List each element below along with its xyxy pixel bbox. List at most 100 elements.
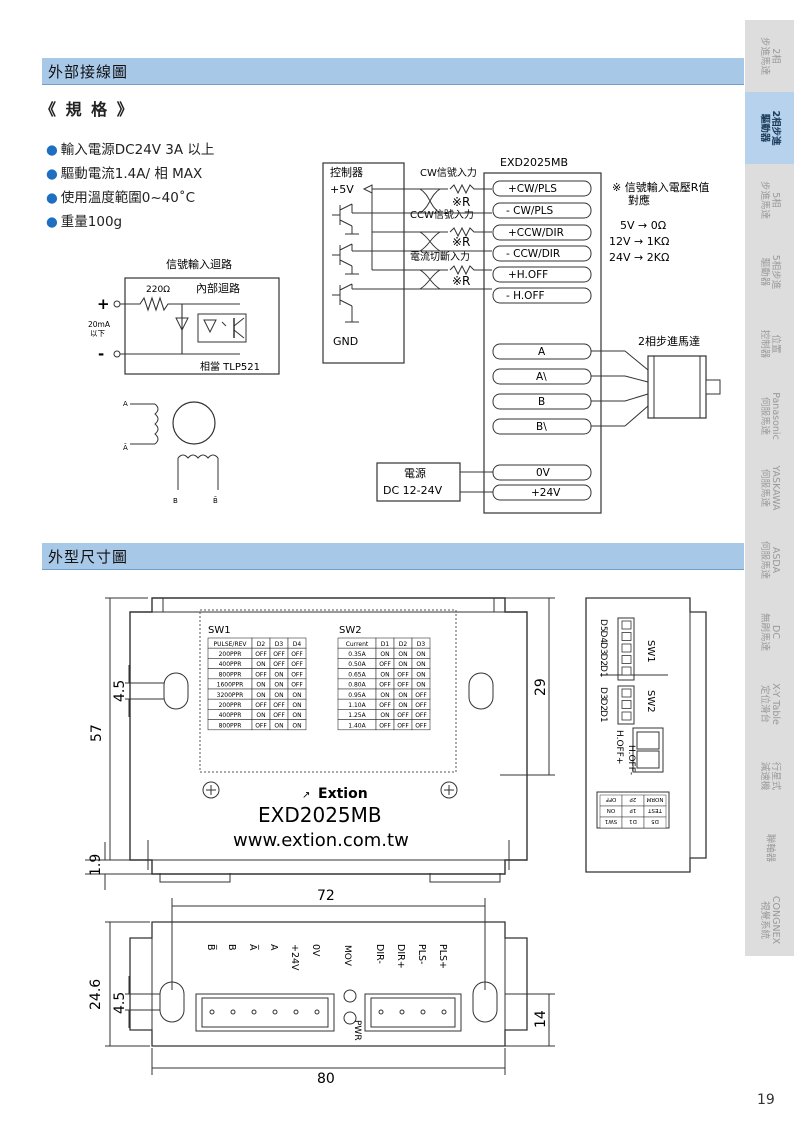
front-model: EXD2025MB (258, 803, 382, 827)
dim-29: 29 (533, 678, 549, 696)
dip-switch[interactable] (621, 632, 632, 641)
sidebar-tab-label: 行星式減速機 (758, 761, 781, 791)
dim-72: 72 (317, 888, 335, 904)
r-mark-2: ※R (452, 235, 470, 249)
pin-hole-icon (230, 1009, 236, 1015)
v5-arrow-icon (362, 184, 373, 194)
power-terminal-label: 0V (536, 467, 551, 479)
sidebar-tab-2phase-driver[interactable]: 2相步進驅動器 (745, 92, 794, 166)
table-cell-text: ON (274, 692, 283, 699)
pwr-led-icon (343, 1011, 357, 1025)
table-cell-text: OFF (379, 682, 391, 689)
sidebar-tab-label: 位置控制器 (758, 329, 781, 359)
table-cell-text: OFF (255, 722, 267, 729)
ccw-input-label: CCW信號入力 (410, 208, 474, 221)
table-cell-text: ON (274, 722, 283, 729)
bullet-icon: ● (46, 214, 58, 230)
legend-cell-text: OFF (606, 796, 617, 802)
sidebar-tab-5phase-driver[interactable]: 5相步進驅動器 (745, 236, 794, 310)
dip-switch[interactable] (621, 666, 632, 676)
table-cell (411, 719, 431, 731)
table-cell-text: OFF (291, 671, 303, 678)
dip-switch[interactable] (621, 700, 632, 709)
optocoupler-icon (197, 313, 247, 343)
input-circuit-box (124, 277, 280, 375)
pin-hole-icon (251, 1009, 257, 1015)
motor-terminal-label: B\ (536, 421, 547, 433)
table-cell-text: OFF (397, 722, 409, 729)
r-value: 24V → 2KΩ (609, 251, 669, 264)
sw2-title: SW2 (339, 625, 362, 636)
table-cell-text: ON (416, 661, 425, 668)
table-cell-text: OFF (379, 722, 391, 729)
page-number: 19 (757, 1092, 775, 1108)
sidebar-tab-5phase-motor[interactable]: 5相步進馬達 (745, 164, 794, 238)
dim-4-5: 4.5 (112, 680, 128, 702)
dip-switch[interactable] (621, 711, 632, 721)
legend-cell-text: D5 (651, 818, 659, 824)
sidebar-tab-coupling[interactable]: 聯軸器 (745, 812, 794, 886)
dim-57: 57 (89, 724, 105, 742)
brand-name: Extion (318, 786, 368, 802)
pin-label: DIR- (374, 944, 385, 964)
table-cell-text: ON (274, 682, 283, 689)
dip-switch[interactable] (621, 688, 632, 698)
table-cell-text: 200PPR (219, 651, 242, 658)
pin-hole-icon (420, 1009, 426, 1015)
sidebar-tab-position-controller[interactable]: 位置控制器 (745, 308, 794, 382)
note-line-2: 對應 (628, 193, 650, 207)
table-cell-text: OFF (415, 722, 427, 729)
table-cell-text: ON (380, 671, 389, 678)
power-terminal (492, 484, 592, 501)
current-sub-label: 以下 (90, 329, 105, 338)
minus-label: - (98, 345, 104, 363)
sidebar-tab-label: 2相步進馬達 (758, 36, 781, 76)
terminal-label: - H.OFF (506, 290, 545, 302)
section-banner-wiring: 外部接線圖 (42, 58, 744, 85)
table-cell-text: ON (398, 661, 407, 668)
pin-label: A (268, 944, 279, 951)
transistor-icons (332, 189, 448, 323)
sidebar-tab-2phase-motor[interactable]: 2相步進馬達 (745, 20, 794, 94)
bullet-icon: ● (46, 190, 58, 206)
dip-bit-label: D3 (598, 642, 608, 655)
terminal-pill (492, 287, 592, 304)
gnd-label: GND (333, 335, 358, 348)
bottom-pins (209, 1009, 447, 1015)
dim-1-9: 1.9 (88, 854, 104, 876)
coil-a-icon (130, 403, 159, 445)
table-cell-text: ON (398, 702, 407, 709)
terminal-label: +H.OFF (508, 269, 548, 281)
power-terminal (492, 464, 592, 481)
dip-switch[interactable] (621, 643, 632, 653)
legend-cell-text: TEST (648, 807, 663, 813)
pin-hole-icon (314, 1009, 320, 1015)
table-cell-text: ON (398, 692, 407, 699)
pin-hole-icon (441, 1009, 447, 1015)
table-cell-text: ON (398, 651, 407, 658)
pin-label: PLS+ (437, 944, 448, 969)
table-cell-text: OFF (273, 702, 285, 709)
pin-hole-icon (399, 1009, 405, 1015)
table-cell-text: ON (380, 651, 389, 658)
section-title: 外部接線圖 (48, 63, 129, 81)
motor-terminal-label: A\ (536, 371, 547, 383)
dip-switch[interactable] (621, 655, 632, 664)
table-cell-text: ON (256, 712, 265, 719)
coil-b-icon (177, 454, 219, 459)
table-cell-text: 1.40A (348, 722, 366, 729)
sidebar-tab-planetary-gear[interactable]: 行星式減速機 (745, 740, 794, 814)
side-sw1: SW1 (645, 640, 656, 663)
dip-switch[interactable] (621, 620, 632, 630)
table-cell-text: ON (292, 722, 301, 729)
table-cell-text: ON (274, 671, 283, 678)
